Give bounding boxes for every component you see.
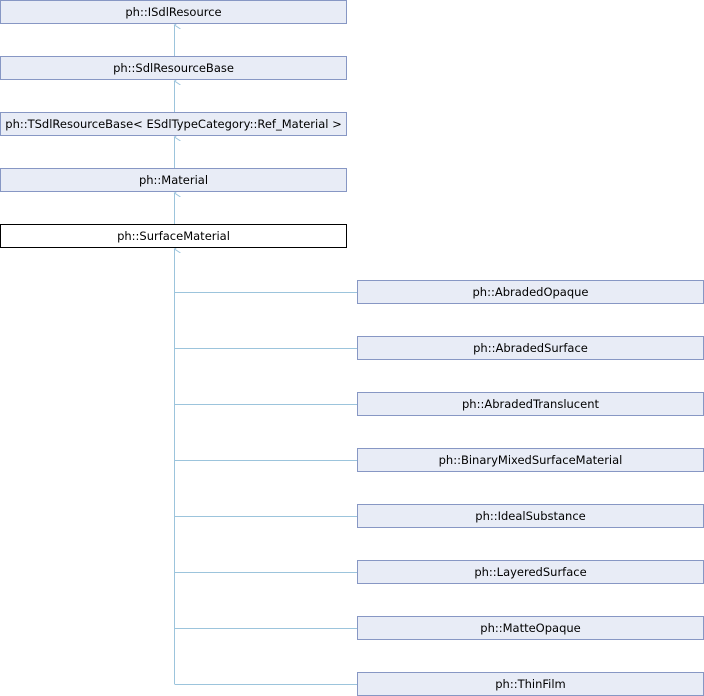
class-node-label: ph::AbradedTranslucent xyxy=(461,397,600,411)
class-node-abradedopaque[interactable]: ph::AbradedOpaque xyxy=(357,280,704,304)
class-node-label: ph::ThinFilm xyxy=(495,677,566,691)
class-node-label: ph::IdealSubstance xyxy=(475,509,586,523)
class-node-label: ph::SdlResourceBase xyxy=(113,61,234,75)
class-node-layeredsurface[interactable]: ph::LayeredSurface xyxy=(357,560,704,584)
class-node-surfacematerial: ph::SurfaceMaterial xyxy=(0,224,347,248)
class-node-label: ph::ISdlResource xyxy=(125,5,222,19)
class-node-material[interactable]: ph::Material xyxy=(0,168,347,192)
class-node-thinfilm[interactable]: ph::ThinFilm xyxy=(357,672,704,696)
class-node-label: ph::AbradedOpaque xyxy=(472,285,589,299)
class-node-binarymixedsurfacematerial[interactable]: ph::BinaryMixedSurfaceMaterial xyxy=(357,448,704,472)
class-node-label: ph::LayeredSurface xyxy=(474,565,587,579)
class-node-label: ph::TSdlResourceBase< ESdlTypeCategory::… xyxy=(5,117,342,131)
class-node-sdlresourcebase[interactable]: ph::SdlResourceBase xyxy=(0,56,347,80)
class-node-label: ph::SurfaceMaterial xyxy=(117,229,230,243)
class-node-label: ph::AbradedSurface xyxy=(473,341,588,355)
class-node-abradedtranslucent[interactable]: ph::AbradedTranslucent xyxy=(357,392,704,416)
class-node-label: ph::Material xyxy=(138,173,209,187)
class-node-tsdlresourcebase[interactable]: ph::TSdlResourceBase< ESdlTypeCategory::… xyxy=(0,112,347,136)
class-node-matteopaque[interactable]: ph::MatteOpaque xyxy=(357,616,704,640)
class-node-label: ph::MatteOpaque xyxy=(480,621,581,635)
class-node-idealsubstance[interactable]: ph::IdealSubstance xyxy=(357,504,704,528)
class-node-label: ph::BinaryMixedSurfaceMaterial xyxy=(438,453,623,467)
class-node-isdlresource[interactable]: ph::ISdlResource xyxy=(0,0,347,24)
class-node-abradedsurface[interactable]: ph::AbradedSurface xyxy=(357,336,704,360)
